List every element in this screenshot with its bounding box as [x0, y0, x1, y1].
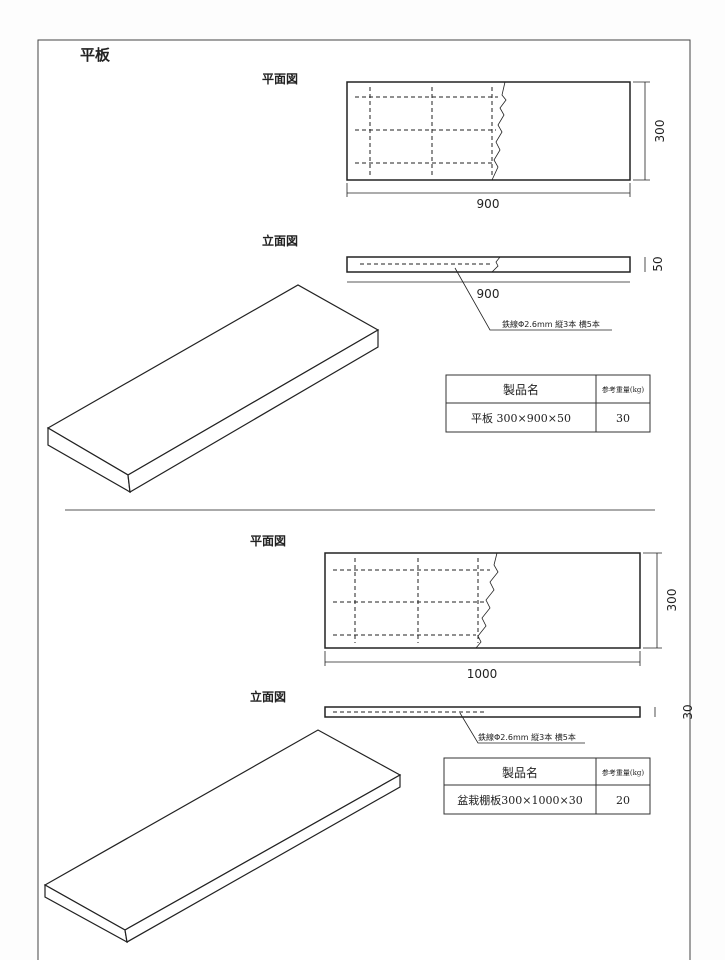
top-elevation-view	[346, 256, 646, 331]
top-plan-label: 平面図	[262, 72, 298, 86]
top-table-header-name: 製品名	[503, 382, 539, 397]
bottom-elevation-label: 立面図	[250, 689, 286, 704]
bottom-plan-view	[324, 552, 662, 666]
top-plan-depth-dim: 300	[653, 120, 667, 143]
bottom-table-product: 盆栽棚板300×1000×30	[457, 793, 582, 807]
top-isometric-board	[46, 284, 380, 494]
top-rebar-note: 鉄線Φ2.6mm 縦3本 横5本	[502, 319, 600, 329]
leader-line	[454, 267, 612, 331]
top-table-header-weight: 参考重量(kg)	[602, 385, 644, 394]
leader-line	[459, 712, 585, 744]
bottom-plan-width-dim: 1000	[467, 667, 498, 681]
bottom-table-weight: 20	[616, 794, 630, 807]
bottom-product-table	[443, 757, 651, 815]
rebar-grid	[355, 87, 498, 175]
top-elev-width-dim: 900	[477, 287, 500, 301]
bottom-isometric-board	[43, 729, 402, 944]
bottom-table-header-name: 製品名	[502, 765, 538, 780]
break-line	[491, 81, 507, 181]
bottom-table-header-weight: 参考重量(kg)	[602, 768, 644, 777]
page-title: 平板	[80, 46, 111, 64]
top-elevation-label: 立面図	[262, 233, 298, 248]
top-plan-width-dim: 900	[477, 197, 500, 211]
sheet-border	[37, 39, 691, 960]
top-plan-view	[346, 81, 650, 197]
rebar-grid	[333, 558, 490, 643]
top-elev-thickness-dim: 50	[651, 256, 665, 271]
bottom-rebar-note: 鉄線Φ2.6mm 縦3本 横5本	[478, 732, 576, 742]
top-product-table	[445, 374, 651, 433]
bottom-plan-label: 平面図	[250, 534, 286, 548]
bottom-elev-thickness-dim: 30	[681, 704, 695, 719]
top-table-weight: 30	[616, 412, 630, 425]
bottom-elevation-view	[324, 706, 656, 744]
bottom-plan-depth-dim: 300	[665, 589, 679, 612]
top-table-product: 平板 300×900×50	[471, 411, 571, 425]
